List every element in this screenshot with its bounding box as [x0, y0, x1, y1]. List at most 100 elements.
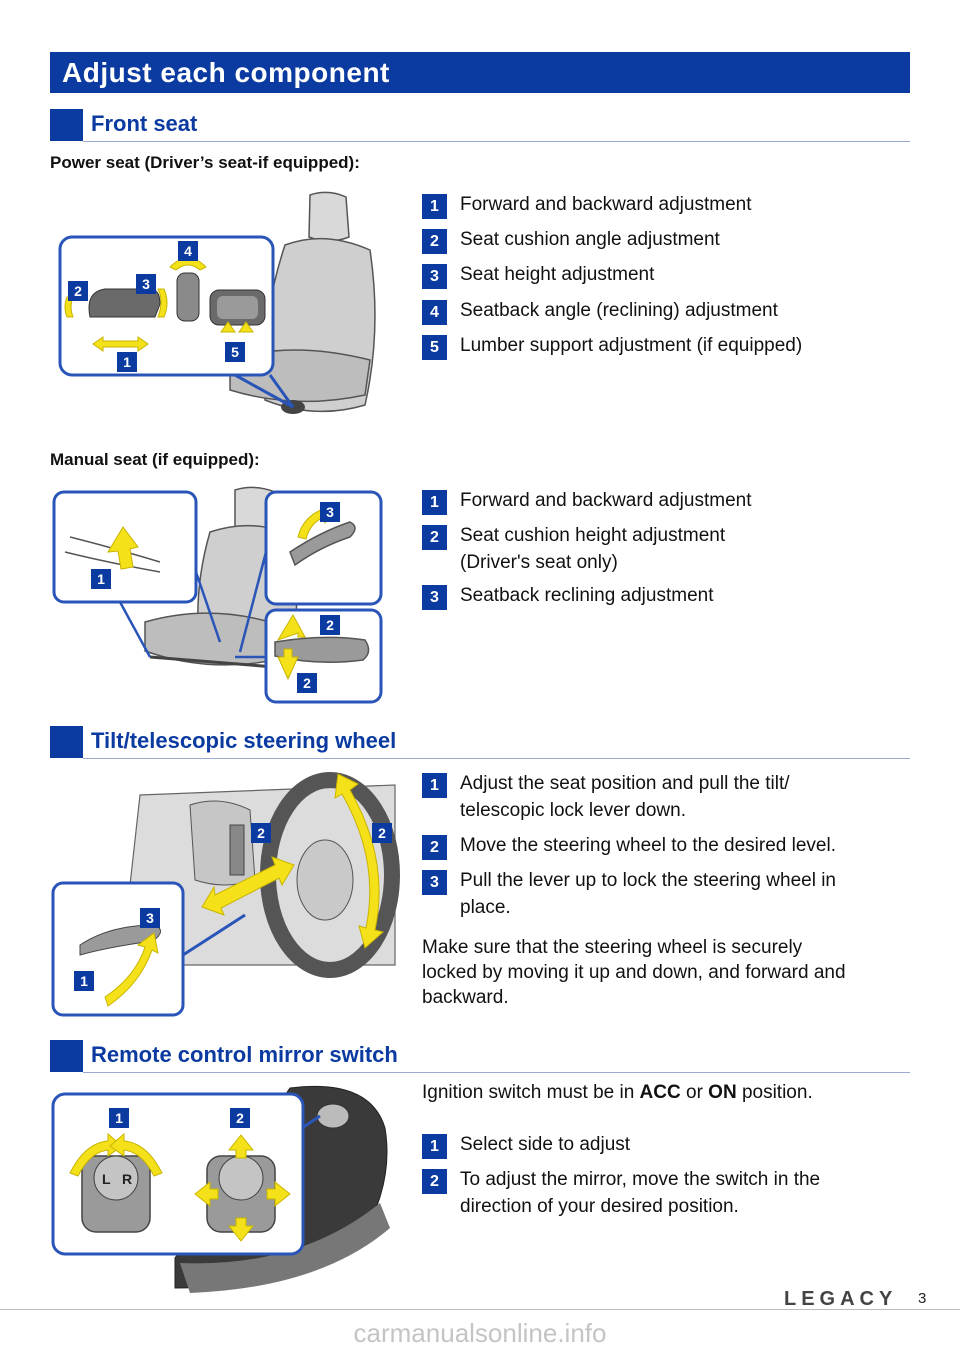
adjust-arrows — [104, 773, 385, 1007]
badge-box — [297, 673, 317, 693]
heading-rule — [83, 1072, 910, 1073]
badge-label: 1 — [97, 571, 105, 587]
manual-seat-item: 3 Seatback reclining adjustment — [422, 582, 892, 610]
illustration-badges: 1 2 3 2 — [91, 502, 340, 693]
mirror-item: 2 To adjust the mirror, move the switch … — [422, 1166, 892, 1220]
badge-label: 3 — [142, 276, 150, 292]
item-text: Seat cushion angle adjustment — [460, 229, 720, 250]
steering-note: Make sure that the steering wheel is sec… — [422, 937, 846, 1008]
intro-on: ON — [708, 1082, 737, 1103]
footer-rule — [0, 1309, 960, 1310]
item-number: 1 — [422, 490, 447, 515]
item-number: 2 — [422, 229, 447, 254]
steering-item: 1 Adjust the seat position and pull the … — [422, 770, 892, 824]
item-number: 1 — [422, 773, 447, 798]
switch-drawing — [88, 272, 266, 326]
knob-letter-left: L — [102, 1171, 111, 1187]
dashboard-drawing — [129, 772, 400, 978]
intro-prefix: Ignition switch must be in — [422, 1082, 640, 1103]
item-text: Move the steering wheel to the desired l… — [460, 835, 836, 856]
item-number: 2 — [422, 525, 447, 550]
steering-item: 2 Move the steering wheel to the desired… — [422, 832, 892, 860]
intro-acc: ACC — [639, 1082, 681, 1103]
item-text: Forward and backward adjustment — [460, 490, 752, 511]
item-text: Select side to adjust — [460, 1134, 631, 1155]
badge-label: 2 — [378, 825, 386, 841]
callout-pointer — [182, 913, 246, 957]
heading-marker — [50, 726, 83, 758]
badge-label: 5 — [231, 344, 239, 360]
badge-box — [136, 274, 156, 294]
badge-label: 2 — [326, 617, 334, 633]
item-text: Seatback reclining adjustment — [460, 585, 714, 606]
power-seat-subheading: Power seat (Driver’s seat-if equipped): — [50, 153, 360, 172]
section-title: Remote control mirror switch — [91, 1042, 398, 1067]
badge-label: 3 — [146, 910, 154, 926]
selector-knob: L R — [81, 1155, 151, 1233]
item-text: Lumber support adjustment (if equipped) — [460, 335, 803, 356]
badge-box — [68, 281, 88, 301]
illustration-badges: 1 2 3 4 5 — [68, 241, 245, 372]
badge-box — [74, 971, 94, 991]
power-seat-item: 5 Lumber support adjustment (if equipped… — [422, 332, 892, 360]
legacy-logo: LEGACY — [784, 1288, 898, 1310]
section-title: Front seat — [91, 111, 198, 136]
illustration-badges: 1 2 — [109, 1108, 250, 1128]
badge-label: 2 — [303, 675, 311, 691]
steering-wheel-illustration: 2 2 3 1 — [51, 772, 400, 1017]
intro-suffix: position. — [736, 1082, 813, 1103]
badge-label: 3 — [326, 504, 334, 520]
page-number: 3 — [918, 1290, 927, 1307]
badge-label: 1 — [115, 1110, 123, 1126]
item-text: Seat cushion height adjustment (Driver's… — [460, 525, 726, 573]
badge-box — [320, 615, 340, 635]
badge-label: 1 — [80, 973, 88, 989]
item-number: 4 — [422, 300, 447, 325]
heading-rule — [83, 141, 910, 142]
manual-seat-illustration: 1 2 3 2 — [52, 486, 383, 704]
adjust-arrows — [69, 1132, 291, 1242]
power-seat-item: 3 Seat height adjustment — [422, 261, 892, 289]
badge-label: 2 — [74, 283, 82, 299]
heading-marker — [50, 1040, 83, 1072]
badge-box — [91, 569, 111, 589]
item-number: 2 — [422, 835, 447, 860]
item-number: 1 — [422, 194, 447, 219]
item-text: To adjust the mirror, move the switch in… — [460, 1169, 821, 1217]
callout-pointer — [234, 373, 295, 409]
item-number: 3 — [422, 870, 447, 895]
badge-box — [225, 342, 245, 362]
callout-pointers — [118, 551, 268, 659]
power-seat-item: 2 Seat cushion angle adjustment — [422, 226, 892, 254]
lever-sketch — [79, 924, 161, 956]
section-title: Tilt/telescopic steering wheel — [91, 728, 397, 753]
heading-marker — [50, 109, 83, 141]
lever-sketches — [64, 521, 370, 663]
badge-box — [251, 823, 271, 843]
mirror-intro: Ignition switch must be in ACC or ON pos… — [422, 1080, 902, 1105]
badge-box — [140, 908, 160, 928]
power-seat-illustration: 1 2 3 4 5 — [58, 191, 376, 414]
item-text: Forward and backward adjustment — [460, 194, 752, 215]
item-text: Adjust the seat position and pull the ti… — [460, 773, 790, 821]
item-number: 5 — [422, 335, 447, 360]
illustration-badges: 2 2 3 1 — [74, 823, 392, 991]
power-seat-item: 1 Forward and backward adjustment — [422, 191, 892, 219]
mirror-switch-illustration: L R 1 2 — [51, 1085, 390, 1293]
knob-letter-right: R — [122, 1171, 132, 1187]
heading-rule — [83, 758, 910, 759]
section-heading-front-seat: Front seat — [50, 109, 910, 142]
steering-item: 3 Pull the lever up to lock the steering… — [422, 867, 892, 921]
manual-seat-item: 2 Seat cushion height adjustment (Driver… — [422, 522, 892, 576]
item-text: Seatback angle (reclining) adjustment — [460, 300, 778, 321]
watermark: carmanualsonline.info — [353, 1318, 607, 1348]
manual-seat-subheading: Manual seat (if equipped): — [50, 450, 260, 469]
section-heading-mirror: Remote control mirror switch — [50, 1040, 910, 1073]
page-banner-title: Adjust each component — [50, 52, 910, 93]
badge-box — [109, 1108, 129, 1128]
item-text: Seat height adjustment — [460, 264, 655, 285]
badge-label: 2 — [257, 825, 265, 841]
badge-box — [117, 352, 137, 372]
manual-seat-item: 1 Forward and backward adjustment — [422, 487, 892, 515]
item-text: Pull the lever up to lock the steering w… — [460, 870, 836, 918]
